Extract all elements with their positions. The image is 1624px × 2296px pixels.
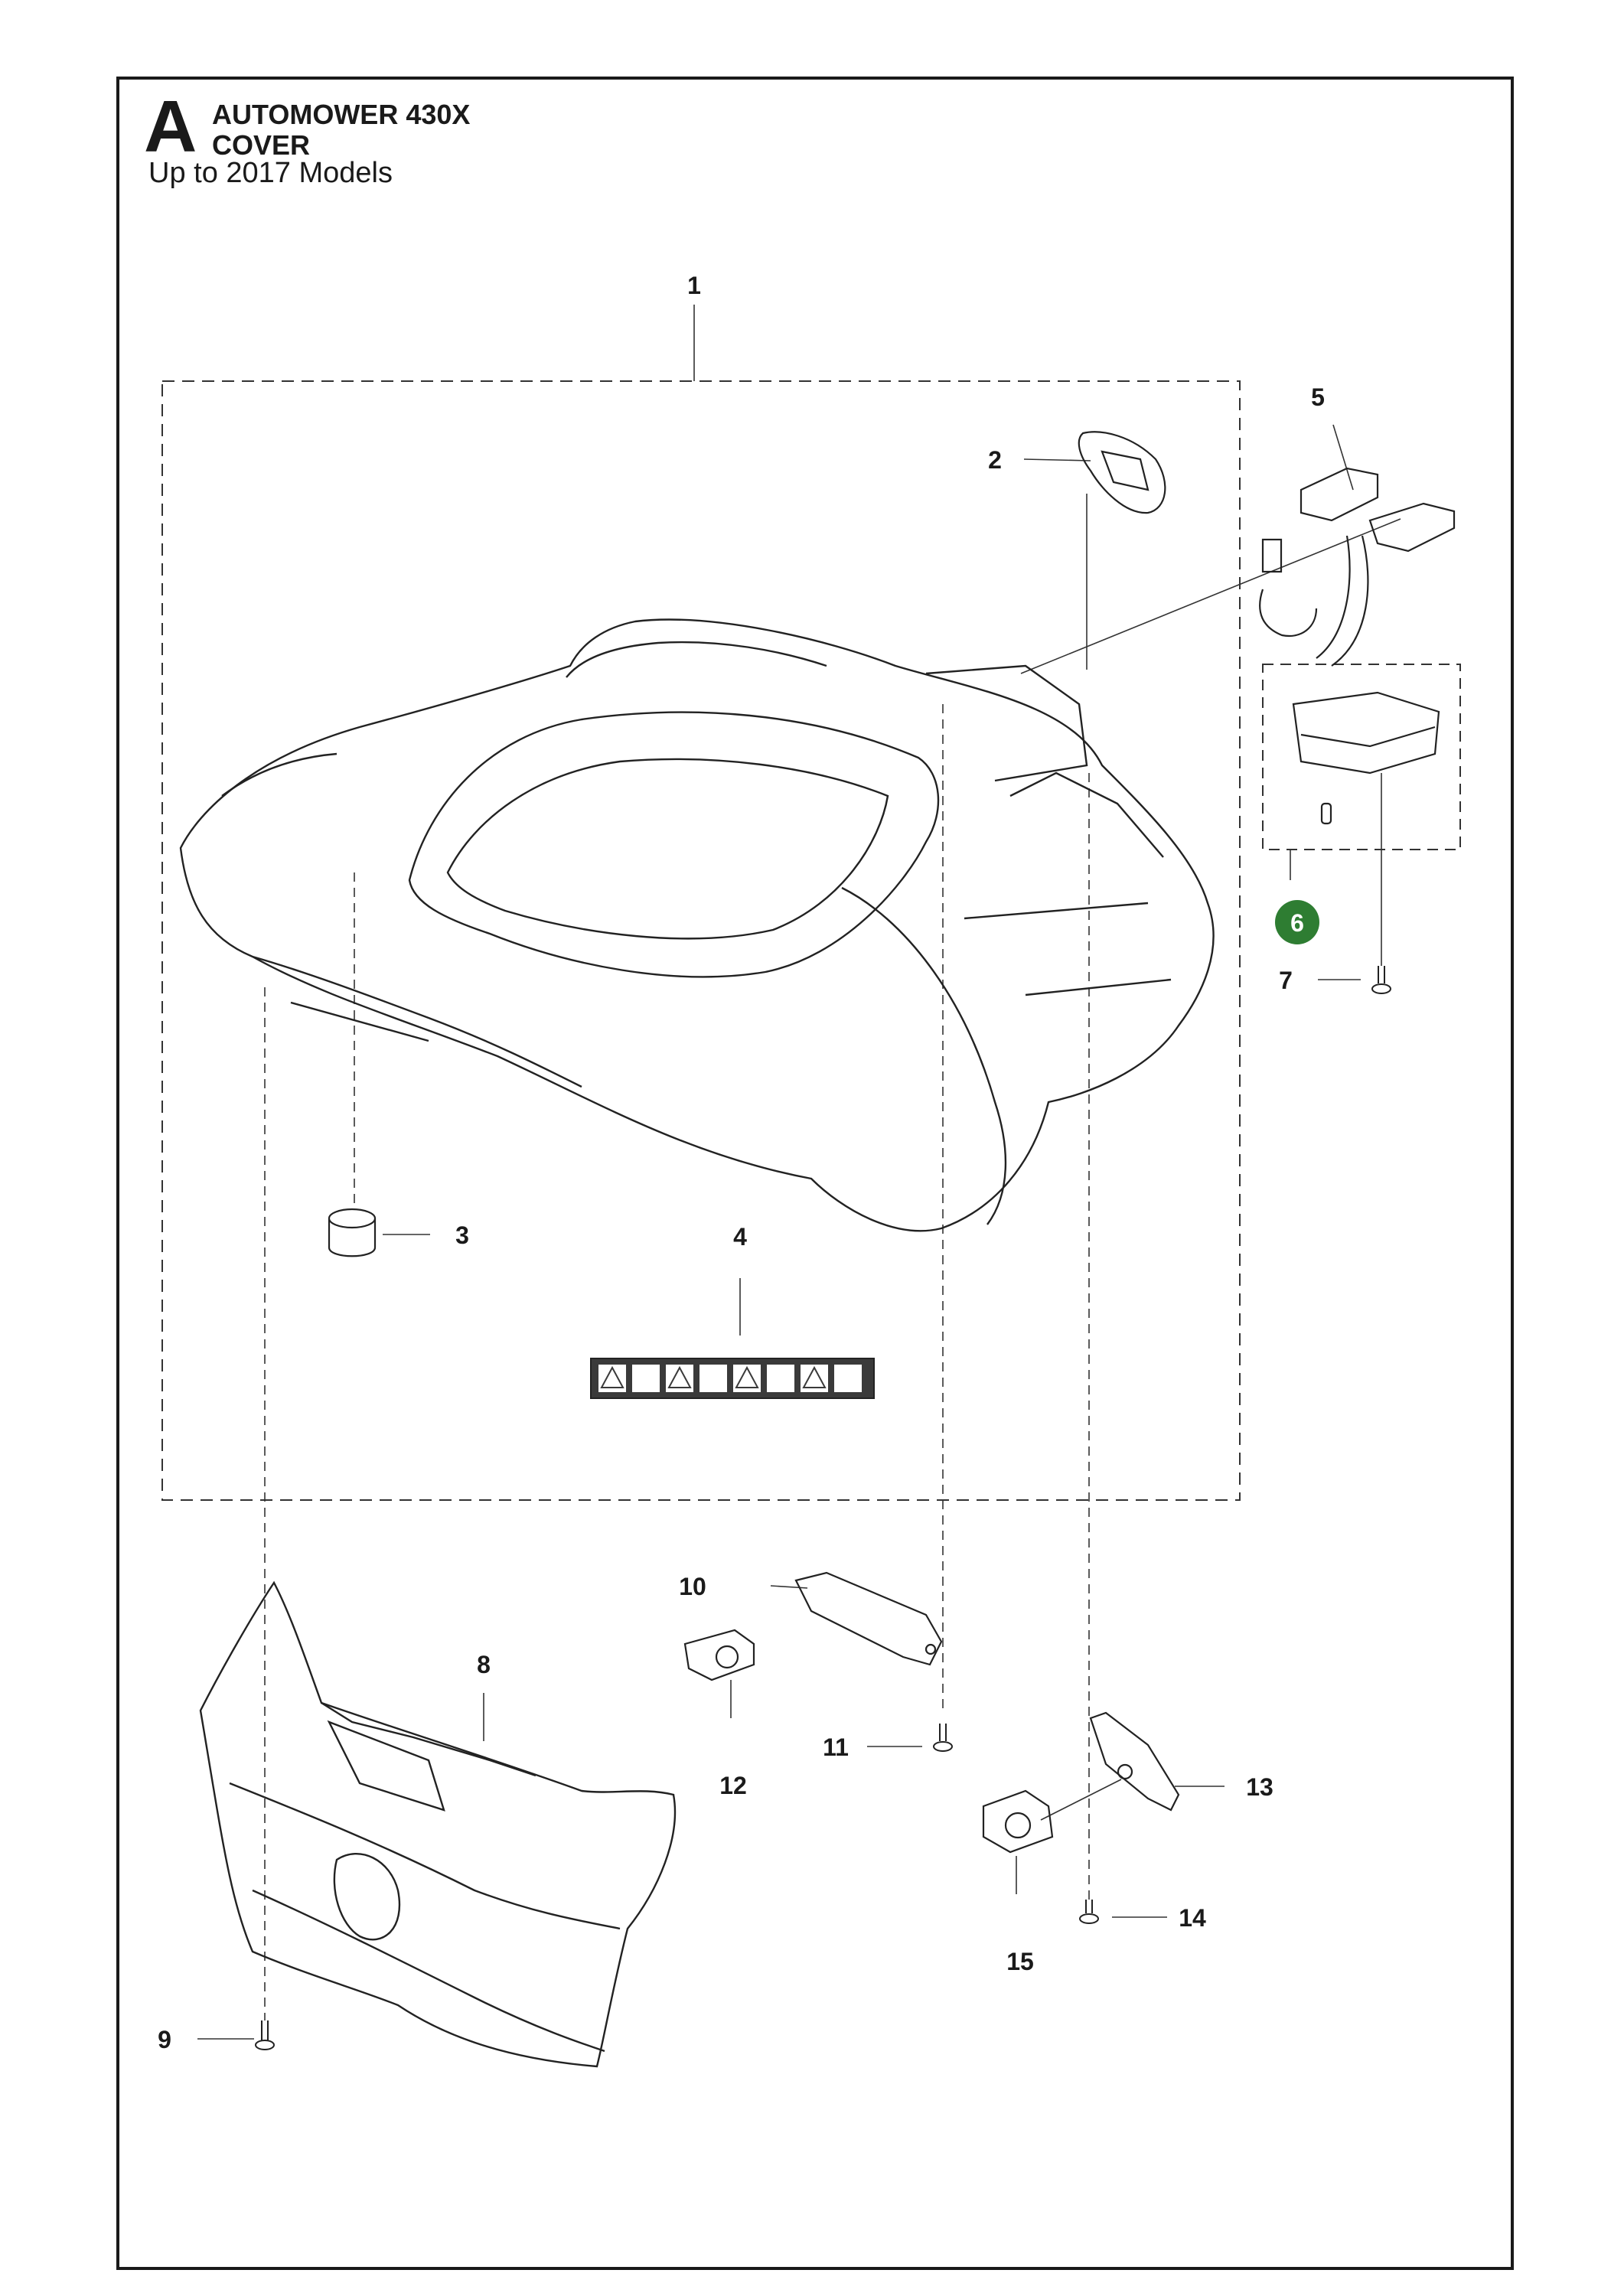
callout-13: 13 xyxy=(1246,1773,1273,1801)
callout-5: 5 xyxy=(1311,383,1325,411)
leader-lines xyxy=(197,305,1401,2040)
callout-7: 7 xyxy=(1279,967,1293,994)
callout-2: 2 xyxy=(988,446,1002,474)
diagram-subtitle: Up to 2017 Models xyxy=(148,157,393,189)
callout-3: 3 xyxy=(455,1221,469,1249)
clip xyxy=(683,1629,755,1681)
callout-14: 14 xyxy=(1179,1904,1206,1932)
callout-15: 15 xyxy=(1006,1948,1034,1975)
part-6-group-box xyxy=(1262,664,1461,850)
rear-clip xyxy=(982,1789,1054,1854)
callout-12: 12 xyxy=(719,1772,747,1799)
rear-hinge-plate xyxy=(1089,1711,1180,1812)
group-name: COVER xyxy=(212,129,311,161)
page-frame xyxy=(116,77,1514,2270)
callout-9: 9 xyxy=(158,2026,171,2053)
front-cover xyxy=(199,1580,677,2068)
callout-10: 10 xyxy=(679,1573,706,1600)
cover-assembly-group-box xyxy=(161,380,1241,1501)
callout-6-highlight xyxy=(1275,900,1319,944)
logo-badge xyxy=(1078,431,1166,514)
display-lid-with-cable xyxy=(1259,467,1456,667)
callout-labels: 1 2 3 4 5 6 7 8 9 10 11 12 13 14 15 xyxy=(158,272,1325,2053)
rubber-cap xyxy=(328,1208,377,1257)
callout-6: 6 xyxy=(1290,909,1304,937)
callout-4: 4 xyxy=(733,1223,747,1251)
callout-1: 1 xyxy=(687,272,701,299)
section-letter: A xyxy=(144,86,197,168)
main-body-cover xyxy=(179,618,1215,1232)
hinge-plate xyxy=(794,1571,943,1666)
diagram-title: AUTOMOWER 430X COVER xyxy=(212,99,470,161)
callout-11: 11 xyxy=(823,1733,849,1761)
switch-bracket xyxy=(1292,691,1440,825)
warning-label-strip xyxy=(590,1358,875,1399)
model-name: AUTOMOWER 430X xyxy=(212,99,471,130)
callout-8: 8 xyxy=(477,1651,491,1678)
assembly-axes xyxy=(264,704,1090,2020)
screws xyxy=(255,966,1391,2050)
